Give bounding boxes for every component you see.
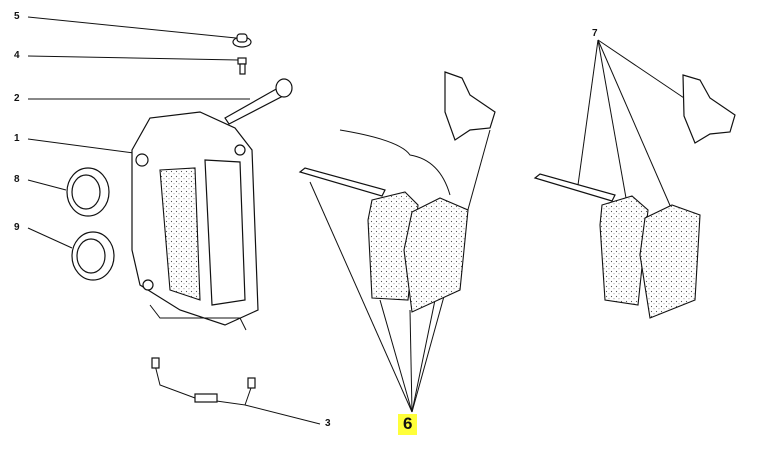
seal-ring-9 [71, 231, 115, 281]
bleed-screw [237, 57, 247, 75]
callout-2: 2 [14, 93, 20, 104]
callout-6-highlighted: 6 [398, 414, 418, 435]
seal-ring-8 [66, 167, 110, 217]
callout-1: 1 [14, 133, 20, 144]
callout-9: 9 [14, 222, 20, 233]
callout-7: 7 [592, 28, 598, 39]
leader-lines [27, 16, 691, 425]
callout-4: 4 [14, 50, 20, 61]
caliper-body [131, 111, 259, 331]
pad-kit-left [298, 71, 496, 313]
pad-kit-right [533, 74, 736, 319]
bleed-cap [232, 33, 252, 48]
pin-bolt [224, 78, 293, 125]
callout-5: 5 [14, 11, 20, 22]
callout-3: 3 [325, 418, 331, 429]
callout-8: 8 [14, 174, 20, 185]
brake-pipe [151, 357, 256, 406]
